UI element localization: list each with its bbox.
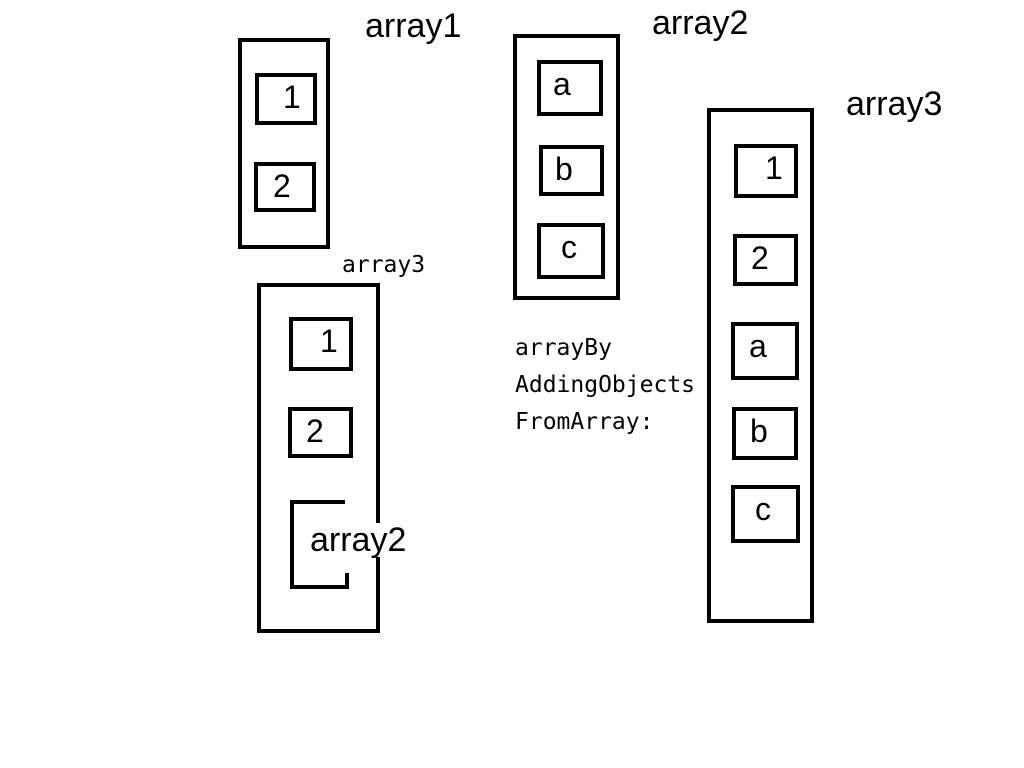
array2-item-c: c bbox=[537, 223, 605, 279]
array3-result-item-1: 1 bbox=[734, 144, 798, 198]
method-name-line-1: arrayBy bbox=[515, 335, 612, 361]
array2-reference-label: array2 bbox=[308, 521, 409, 559]
array2-label: array2 bbox=[652, 4, 749, 42]
method-name-line-2: AddingObjects bbox=[515, 372, 696, 398]
array1-label: array1 bbox=[365, 7, 462, 45]
array3-nested-item-1: 1 bbox=[289, 317, 353, 371]
array1-item-1: 1 bbox=[255, 73, 317, 125]
array3-result-item-c: c bbox=[731, 485, 800, 543]
array2-item-b: b bbox=[539, 145, 604, 196]
array3-result-item-b: b bbox=[732, 407, 798, 460]
array3-result-item-a: a bbox=[731, 322, 799, 380]
array3-nested-label: array3 bbox=[342, 252, 426, 278]
array2-item-a: a bbox=[537, 60, 603, 116]
array1-item-2: 2 bbox=[254, 162, 316, 212]
array2-box: a b c bbox=[513, 34, 620, 300]
array1-box: 1 2 bbox=[238, 38, 330, 249]
array3-nested-box: 1 2 bbox=[257, 283, 380, 633]
array3-result-item-2: 2 bbox=[733, 234, 798, 286]
array3-result-box: 1 2 a b c bbox=[707, 108, 814, 623]
method-name: arrayBy AddingObjects FromArray: bbox=[515, 330, 695, 441]
method-name-line-3: FromArray: bbox=[515, 409, 654, 435]
array3-nested-item-2: 2 bbox=[288, 407, 353, 458]
array2-reference-box bbox=[290, 500, 349, 589]
array3-result-label: array3 bbox=[846, 85, 943, 123]
